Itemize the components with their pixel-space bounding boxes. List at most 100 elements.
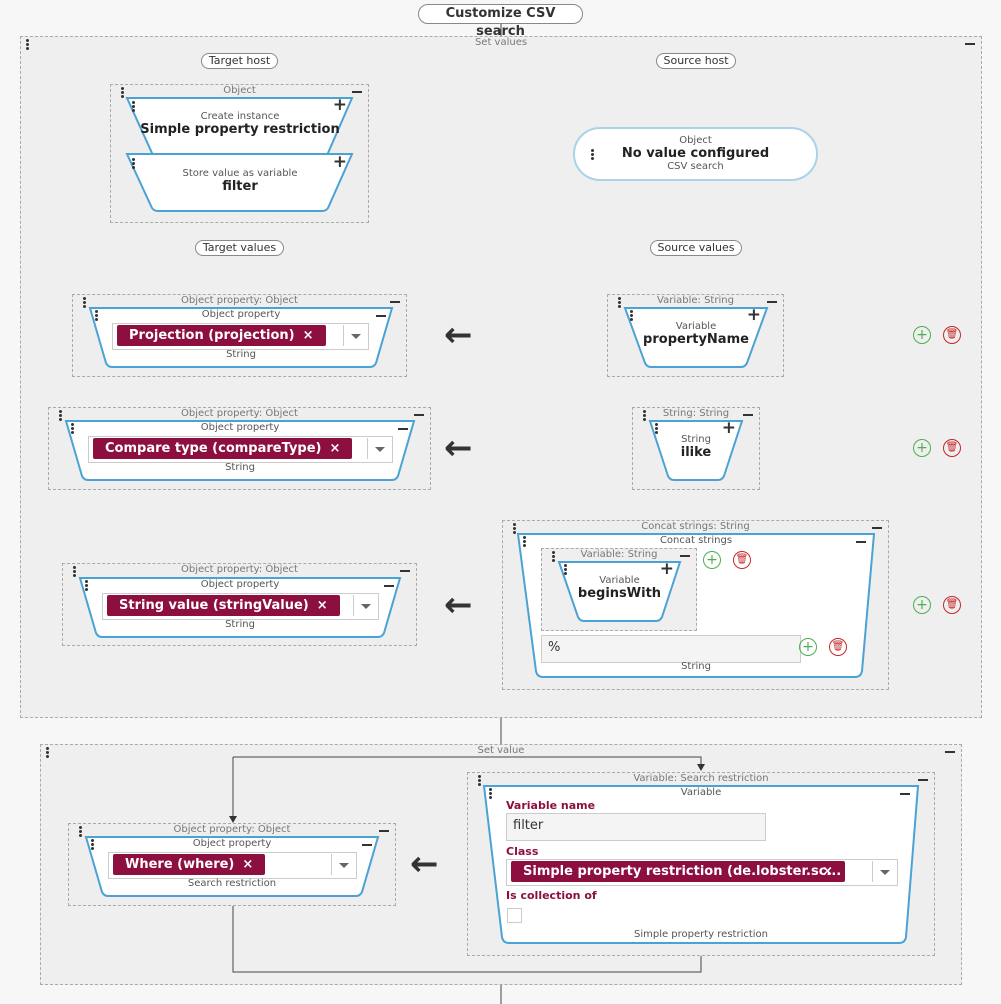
trash-icon[interactable]: 🗑 (943, 596, 961, 614)
menu-icon[interactable] (478, 775, 482, 787)
menu-icon[interactable] (564, 564, 568, 576)
concat-text-input[interactable]: % (541, 635, 801, 663)
menu-icon[interactable] (85, 580, 89, 592)
menu-icon[interactable] (655, 423, 659, 435)
trash-icon[interactable]: 🗑 (943, 326, 961, 344)
menu-icon[interactable] (489, 788, 493, 800)
collapse-icon[interactable] (400, 570, 410, 572)
string-shape (648, 420, 744, 481)
collapse-icon[interactable] (945, 751, 955, 753)
menu-icon[interactable] (630, 310, 634, 322)
menu-icon[interactable] (26, 39, 30, 51)
add-circle-icon[interactable]: + (703, 551, 721, 569)
tag-label: String value (stringValue) (119, 598, 309, 613)
select-divider (331, 854, 332, 875)
source-object-node[interactable]: Object No value configured CSV search (573, 127, 818, 181)
add-icon[interactable]: + (746, 305, 761, 325)
collapse-icon[interactable] (680, 555, 690, 557)
menu-icon[interactable] (591, 149, 595, 161)
chevron-down-icon[interactable] (361, 604, 371, 609)
menu-icon[interactable] (513, 523, 517, 535)
selected-tag: Projection (projection)× (117, 325, 326, 346)
variable-beginswith-node[interactable]: + Variable beginsWith (557, 561, 682, 623)
menu-icon[interactable] (132, 158, 136, 170)
chevron-down-icon[interactable] (375, 447, 385, 452)
collapse-icon[interactable] (414, 414, 424, 416)
menu-icon[interactable] (121, 87, 125, 99)
remove-tag-icon[interactable]: × (329, 441, 341, 456)
arrow-left-icon: ← (444, 585, 473, 625)
object-property-node-1[interactable]: Object property Projection (projection)×… (88, 307, 394, 369)
menu-icon[interactable] (552, 551, 556, 563)
trash-icon[interactable]: 🗑 (943, 439, 961, 457)
outer-label: Object property: Object (181, 295, 298, 306)
string-ilike-node[interactable]: + String ilike (648, 420, 744, 482)
menu-icon[interactable] (83, 297, 87, 309)
remove-tag-icon[interactable]: × (242, 857, 254, 872)
collapse-icon[interactable] (872, 527, 882, 529)
add-icon[interactable]: + (332, 152, 347, 172)
add-circle-icon[interactable]: + (913, 439, 931, 457)
menu-icon[interactable] (79, 826, 83, 838)
variable-name-input[interactable]: filter (506, 813, 766, 841)
collapse-icon[interactable] (918, 779, 928, 781)
variable-restriction-node[interactable]: Variable Variable name filter Class Simp… (482, 785, 920, 945)
menu-icon[interactable] (46, 747, 50, 759)
store-variable-node[interactable]: + Store value as variable filter (125, 154, 355, 212)
property-select[interactable]: Compare type (compareType)× (88, 436, 393, 463)
property-select[interactable]: Where (where)× (108, 852, 357, 879)
menu-icon[interactable] (132, 101, 136, 113)
target-values-pill: Target values (195, 240, 284, 256)
add-icon[interactable]: + (332, 95, 347, 115)
collapse-icon[interactable] (767, 301, 777, 303)
add-icon[interactable]: + (659, 559, 674, 579)
object-property-node-3[interactable]: Object property String value (stringValu… (78, 577, 402, 639)
menu-icon[interactable] (71, 423, 75, 435)
menu-icon[interactable] (73, 566, 77, 578)
selected-tag: Where (where)× (113, 854, 266, 875)
tag-label: Simple property restriction (de.lobster.… (523, 864, 842, 879)
menu-icon[interactable] (523, 536, 527, 548)
property-select[interactable]: String value (stringValue) × (102, 593, 379, 620)
menu-icon[interactable] (91, 839, 95, 851)
collapse-icon[interactable] (900, 793, 910, 795)
menu-icon[interactable] (59, 410, 63, 422)
node-sub-label: CSV search (667, 161, 724, 172)
object-property-node-2[interactable]: Object property Compare type (compareTyp… (64, 420, 416, 482)
remove-tag-icon[interactable]: × (822, 864, 833, 879)
property-select[interactable]: Projection (projection)× (112, 323, 369, 350)
collapse-icon[interactable] (352, 91, 362, 93)
concat-strings-node[interactable]: Concat strings (516, 533, 876, 679)
add-circle-icon[interactable]: + (799, 638, 817, 656)
class-select[interactable]: Simple property restriction (de.lobster.… (506, 859, 898, 886)
class-label: Class (506, 845, 539, 858)
collapse-icon[interactable] (362, 844, 372, 846)
collapse-icon[interactable] (379, 830, 389, 832)
remove-tag-icon[interactable]: × (302, 328, 314, 343)
collapse-icon[interactable] (390, 301, 400, 303)
node-small-label: Object (679, 135, 712, 146)
add-circle-icon[interactable]: + (913, 326, 931, 344)
add-icon[interactable]: + (721, 418, 736, 438)
chevron-down-icon[interactable] (880, 870, 890, 875)
variable-propertyname-node[interactable]: + Variable propertyName (623, 307, 769, 369)
collapse-icon[interactable] (743, 414, 753, 416)
chevron-down-icon[interactable] (339, 863, 349, 868)
chevron-down-icon[interactable] (351, 334, 361, 339)
remove-tag-icon[interactable]: × (316, 598, 328, 613)
collapse-icon[interactable] (376, 315, 386, 317)
trash-icon[interactable]: 🗑 (829, 638, 847, 656)
create-instance-node[interactable]: + Create instance Simple property restri… (125, 97, 355, 155)
type-label: String (226, 349, 256, 360)
menu-icon[interactable] (643, 410, 647, 422)
trash-icon[interactable]: 🗑 (733, 551, 751, 569)
collapse-icon[interactable] (965, 43, 975, 45)
collapse-icon[interactable] (384, 585, 394, 587)
object-property-where-node[interactable]: Object property Where (where)× Search re… (84, 836, 380, 898)
collapse-icon[interactable] (398, 428, 408, 430)
collection-checkbox[interactable] (507, 908, 522, 923)
menu-icon[interactable] (618, 297, 622, 309)
add-circle-icon[interactable]: + (913, 596, 931, 614)
collapse-icon[interactable] (856, 541, 866, 543)
menu-icon[interactable] (95, 310, 99, 322)
